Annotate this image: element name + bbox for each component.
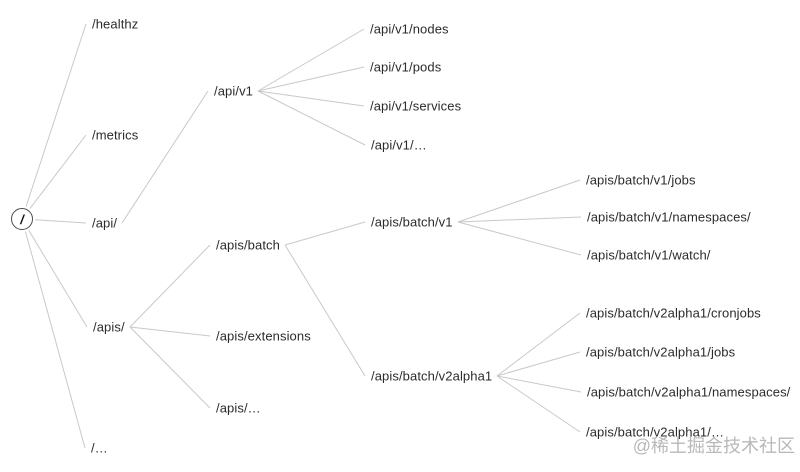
tree-edge-apis-apis-more — [129, 326, 211, 409]
tree-edge-batch-v1-batch-v1-namespaces — [457, 216, 582, 223]
tree-edge-batch-v2alpha1-v2alpha1-more — [496, 375, 581, 433]
tree-node-v2alpha1-more: /apis/batch/v2alpha1/… — [586, 424, 725, 440]
tree-edge-batch-v2alpha1-v2alpha1-jobs — [496, 351, 581, 377]
tree-edge-apis-batch-batch-v2alpha1 — [284, 244, 366, 377]
root-node: / — [11, 208, 33, 230]
tree-edge-root-root-more — [24, 231, 86, 449]
tree-edge-api-v1-api-v1-pods — [257, 66, 365, 92]
tree-edge-apis-batch-batch-v1 — [284, 221, 366, 246]
tree-node-api-v1-pods: /api/v1/pods — [370, 59, 442, 75]
tree-edge-batch-v2alpha1-v2alpha1-namespaces — [496, 375, 582, 393]
tree-edge-root-api — [34, 219, 87, 224]
tree-node-api-v1: /api/v1 — [214, 83, 254, 99]
watermark: @稀土掘金技术社区 — [632, 436, 795, 456]
tree-node-apis: /apis/ — [93, 319, 125, 335]
tree-edge-api-api-v1 — [121, 90, 209, 224]
tree-node-batch-v1: /apis/batch/v1 — [371, 214, 453, 230]
tree-edge-api-v1-api-v1-services — [257, 90, 365, 107]
tree-node-metrics: /metrics — [92, 127, 139, 143]
tree-node-healthz: /healthz — [92, 16, 139, 32]
tree-node-batch-v1-watch: /apis/batch/v1/watch/ — [587, 247, 711, 263]
tree-node-apis-extensions: /apis/extensions — [216, 328, 311, 344]
tree-node-apis-batch: /apis/batch — [216, 237, 280, 253]
tree-node-v2alpha1-namespaces: /apis/batch/v2alpha1/namespaces/ — [587, 384, 791, 400]
tree-edge-batch-v1-batch-v1-jobs — [457, 179, 581, 223]
tree-node-api-v1-nodes: /api/v1/nodes — [370, 21, 449, 37]
tree-edge-root-metrics — [29, 134, 87, 209]
tree-node-apis-more: /apis/… — [216, 400, 261, 416]
tree-edge-root-apis — [28, 229, 88, 328]
tree-edge-api-v1-api-v1-more — [257, 90, 366, 146]
tree-node-batch-v1-namespaces: /apis/batch/v1/namespaces/ — [587, 209, 751, 225]
tree-node-api-v1-services: /api/v1/services — [370, 98, 462, 114]
tree-node-batch-v1-jobs: /apis/batch/v1/jobs — [586, 172, 696, 188]
tree-node-v2alpha1-jobs: /apis/batch/v2alpha1/jobs — [586, 344, 736, 360]
tree-node-root-more: /… — [91, 440, 108, 456]
tree-edge-apis-apis-extensions — [129, 326, 211, 337]
tree-edge-apis-apis-batch — [129, 244, 211, 328]
tree-edge-batch-v1-batch-v1-watch — [457, 221, 582, 256]
tree-edge-api-v1-api-v1-nodes — [257, 28, 365, 92]
tree-node-batch-v2alpha1: /apis/batch/v2alpha1 — [371, 368, 493, 384]
tree-edge-batch-v2alpha1-v2alpha1-cronjobs — [496, 312, 581, 377]
tree-node-api: /api/ — [92, 215, 118, 231]
tree-node-api-v1-more: /api/v1/… — [371, 137, 427, 153]
tree-edge-root-healthz — [25, 23, 87, 207]
tree-node-v2alpha1-cronjobs: /apis/batch/v2alpha1/cronjobs — [586, 305, 761, 321]
